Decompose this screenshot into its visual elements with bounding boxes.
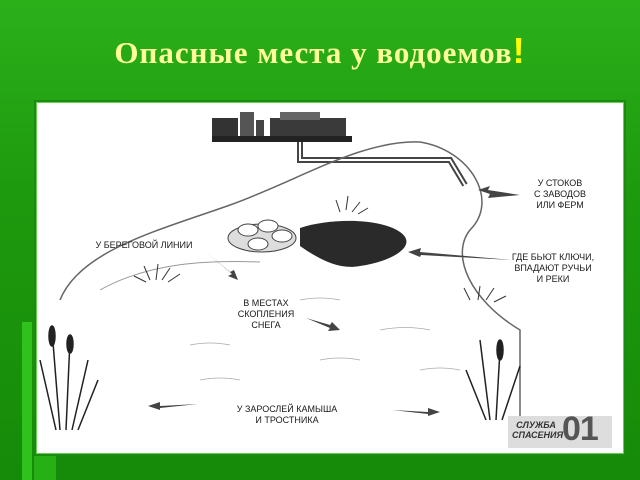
open-water xyxy=(300,220,407,267)
ice-texture xyxy=(189,297,461,381)
label-drains: У СТОКОВ С ЗАВОДОВ ИЛИ ФЕРМ xyxy=(533,178,587,210)
bush-icon xyxy=(133,195,507,303)
label-snow: В МЕСТАХ СКОПЛЕНИЯ СНЕГА xyxy=(237,298,295,330)
slide-title: Опасные места у водоемов! xyxy=(0,30,640,72)
arrow-icon xyxy=(148,186,520,416)
title-text: Опасные места у водоемов xyxy=(114,35,513,70)
illustration-frame xyxy=(34,100,626,456)
decorative-bar xyxy=(22,322,32,480)
rescue-logo xyxy=(508,416,612,448)
shoreline xyxy=(59,141,521,440)
logo-service-text: СЛУЖБА СПАСЕНИЯ xyxy=(512,420,564,440)
logo-number: 01 xyxy=(562,410,599,448)
reeds-icon xyxy=(39,325,99,431)
factory-icon xyxy=(212,112,352,142)
reeds-icon xyxy=(465,339,521,421)
exclamation-mark: ! xyxy=(512,30,526,71)
snow-mound-icon xyxy=(227,219,297,253)
label-reeds: У ЗАРОСЛЕЙ КАМЫША И ТРОСТНИКА xyxy=(236,404,338,425)
label-shoreline: У БЕРЕГОВОЙ ЛИНИИ xyxy=(95,240,193,250)
label-springs: ГДЕ БЬЮТ КЛЮЧИ, ВПАДАЮТ РУЧЬИ И РЕКИ xyxy=(511,252,595,284)
decorative-bar xyxy=(34,450,56,480)
